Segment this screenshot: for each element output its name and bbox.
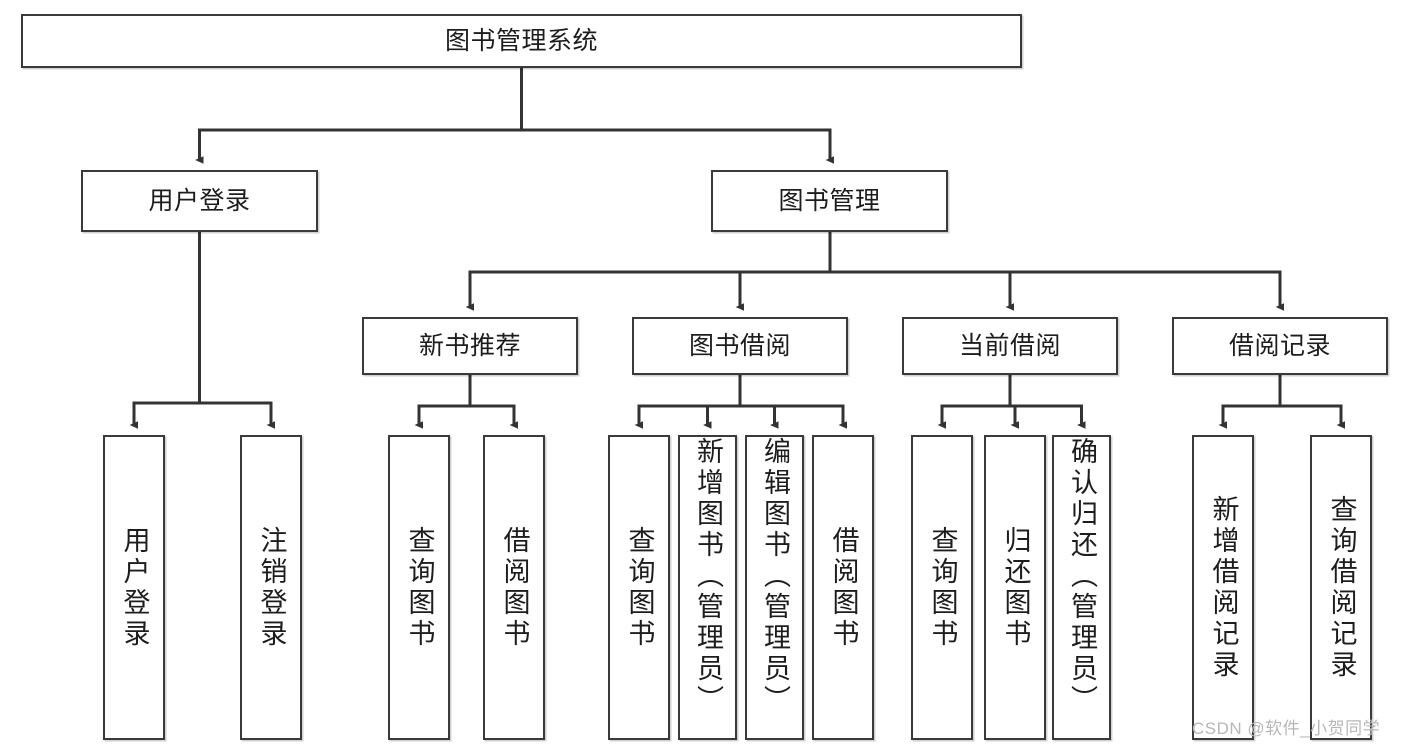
node-leaf-edit-book[interactable]: 编辑图书（管理员） — [745, 435, 804, 740]
node-leaf-user-login-label: 用户登录 — [119, 525, 150, 650]
node-leaf-edit-book-label: 编辑图书（管理员） — [760, 437, 790, 716]
node-leaf-borrow-book-2[interactable]: 借阅图书 — [812, 435, 874, 740]
node-borrow-record[interactable]: 借阅记录 — [1172, 317, 1388, 375]
node-new-book-rec[interactable]: 新书推荐 — [362, 317, 578, 375]
watermark: CSDN @软件_小贺同学 — [1192, 719, 1381, 738]
node-leaf-query-book-1-label: 查询图书 — [404, 525, 435, 650]
node-leaf-confirm-return[interactable]: 确认归还（管理员） — [1052, 435, 1111, 740]
node-root-label: 图书管理系统 — [444, 27, 598, 55]
node-new-book-rec-label: 新书推荐 — [418, 332, 521, 360]
node-leaf-query-book-3-label: 查询图书 — [927, 525, 958, 650]
node-leaf-query-record-label: 查询借阅记录 — [1326, 494, 1357, 681]
node-leaf-confirm-return-label: 确认归还（管理员） — [1067, 437, 1097, 716]
node-book-manage-label: 图书管理 — [778, 187, 881, 215]
node-leaf-return-book-label: 归还图书 — [1000, 525, 1031, 650]
node-leaf-query-book-3[interactable]: 查询图书 — [911, 435, 973, 740]
node-current-borrow[interactable]: 当前借阅 — [902, 317, 1118, 375]
node-leaf-add-record[interactable]: 新增借阅记录 — [1192, 435, 1254, 740]
node-leaf-user-logout[interactable]: 注销登录 — [240, 435, 302, 740]
node-leaf-query-book-1[interactable]: 查询图书 — [388, 435, 450, 740]
node-borrow-record-label: 借阅记录 — [1228, 332, 1331, 360]
node-leaf-query-book-2[interactable]: 查询图书 — [608, 435, 670, 740]
node-leaf-return-book[interactable]: 归还图书 — [984, 435, 1046, 740]
node-book-manage[interactable]: 图书管理 — [711, 170, 948, 232]
node-current-borrow-label: 当前借阅 — [958, 332, 1061, 360]
node-user-login[interactable]: 用户登录 — [81, 170, 318, 232]
node-leaf-query-book-2-label: 查询图书 — [624, 525, 655, 650]
node-leaf-borrow-book-1-label: 借阅图书 — [499, 525, 530, 650]
node-leaf-user-logout-label: 注销登录 — [256, 525, 287, 650]
node-book-borrow-label: 图书借阅 — [688, 332, 791, 360]
node-leaf-borrow-book-2-label: 借阅图书 — [828, 525, 859, 650]
node-leaf-query-record[interactable]: 查询借阅记录 — [1310, 435, 1372, 740]
node-leaf-add-book-label: 新增图书（管理员） — [693, 437, 723, 716]
node-leaf-add-book[interactable]: 新增图书（管理员） — [678, 435, 737, 740]
node-book-borrow[interactable]: 图书借阅 — [632, 317, 848, 375]
node-user-login-label: 用户登录 — [148, 187, 251, 215]
node-root[interactable]: 图书管理系统 — [21, 14, 1022, 68]
node-leaf-borrow-book-1[interactable]: 借阅图书 — [483, 435, 545, 740]
node-leaf-add-record-label: 新增借阅记录 — [1208, 494, 1239, 681]
node-leaf-user-login[interactable]: 用户登录 — [103, 435, 165, 740]
